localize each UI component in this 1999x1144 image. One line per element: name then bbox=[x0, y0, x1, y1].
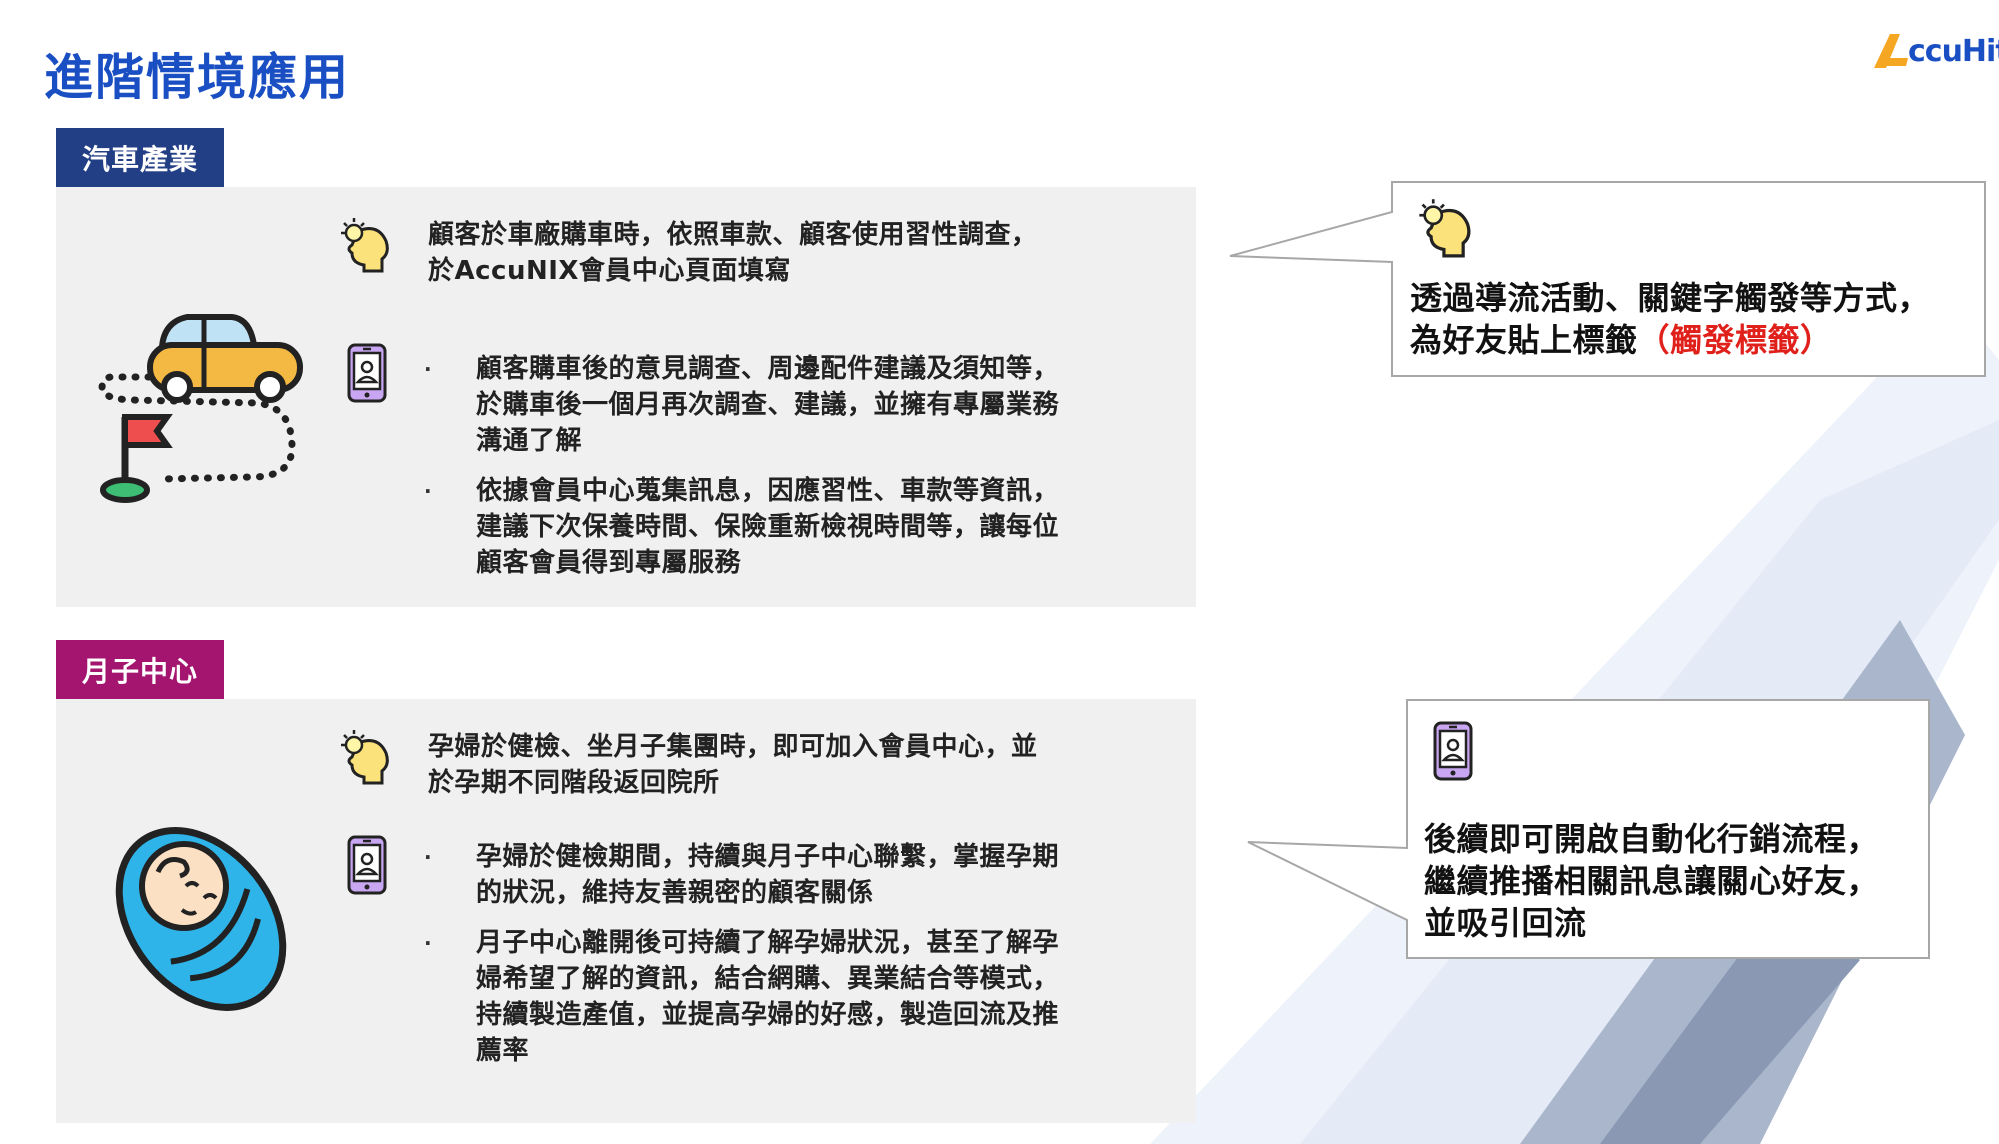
auto-bullet-1: 顧客購車後的意見調查、周邊配件建議及須知等， 於購車後一個月再次調查、建議，並擁… bbox=[476, 351, 1059, 459]
car-body bbox=[147, 314, 303, 403]
auto-bullet-2: 依據會員中心蒐集訊息，因應習性、車款等資訊， 建議下次保養時間、保險重新檢視時間… bbox=[476, 473, 1059, 581]
car-route-icon bbox=[98, 314, 303, 503]
top-callout-text: 透過導流活動、關鍵字觸發等方式， 為好友貼上標籤（觸發標籤） bbox=[1410, 277, 1930, 361]
bullet-line: 婦希望了解的資訊，結合網購、異業結合等模式， bbox=[476, 964, 1060, 994]
auto-panel: 顧客於車廠購車時，依照車款、顧客使用習性調查， 於AccuNIX會員中心頁面填寫… bbox=[56, 187, 1196, 607]
page-title: 進階情境應用 bbox=[44, 49, 351, 106]
logo-text: ccuHit bbox=[1908, 34, 1999, 69]
bullet-line: 顧客會員得到專屬服務 bbox=[476, 548, 742, 578]
bottom-callout-line-2: 繼續推播相關訊息讓關心好友， bbox=[1424, 862, 1880, 900]
smartphone-profile-icon bbox=[347, 343, 387, 403]
auto-intro-line-1: 顧客於車廠購車時，依照車款、顧客使用習性調查， bbox=[428, 220, 1038, 250]
bottom-callout-text: 後續即可開啟自動化行銷流程， 繼續推播相關訊息讓關心好友， 並吸引回流 bbox=[1424, 818, 1879, 944]
auto-intro: 顧客於車廠購車時，依照車款、顧客使用習性調查， 於AccuNIX會員中心頁面填寫 bbox=[428, 217, 1038, 289]
maternity-panel: 孕婦於健檢、坐月子集團時，即可加入會員中心，並 於孕期不同階段返回院所 · 孕婦… bbox=[56, 699, 1196, 1123]
bullet-line: 孕婦於健檢期間，持續與月子中心聯繫，掌握孕期 bbox=[476, 842, 1060, 872]
bullet-marker: · bbox=[424, 845, 432, 869]
bullet-line: 月子中心離開後可持續了解孕婦狀況，甚至了解孕 bbox=[476, 928, 1060, 958]
smartphone-profile-icon bbox=[347, 835, 387, 895]
bullet-line: 溝通了解 bbox=[476, 426, 583, 456]
maternity-bullet-2: 月子中心離開後可持續了解孕婦狀況，甚至了解孕 婦希望了解的資訊，結合網購、異業結… bbox=[476, 925, 1059, 1069]
bullet-line: 的狀況，維持友善親密的顧客關係 bbox=[476, 878, 874, 908]
section-tag-auto: 汽車產業 bbox=[56, 128, 224, 187]
maternity-bullet-1: 孕婦於健檢期間，持續與月子中心聯繫，掌握孕期 的狀況，維持友善親密的顧客關係 bbox=[476, 839, 1059, 911]
top-callout-line-2: 為好友貼上標籤（觸發標籤） bbox=[1410, 319, 1930, 361]
bullet-line: 薦率 bbox=[476, 1036, 530, 1066]
bullet-marker: · bbox=[424, 479, 432, 503]
bullet-marker: · bbox=[424, 357, 432, 381]
bottom-callout-line-1: 後續即可開啟自動化行銷流程， bbox=[1424, 820, 1880, 858]
section-tag-maternity: 月子中心 bbox=[56, 640, 224, 699]
lightbulb-head-icon bbox=[1419, 199, 1471, 258]
bullet-line: 顧客購車後的意見調查、周邊配件建議及須知等， bbox=[476, 354, 1060, 384]
bullet-line: 持續製造產值，並提高孕婦的好感，製造回流及推 bbox=[476, 1000, 1060, 1030]
swaddled-baby-icon bbox=[115, 827, 287, 1011]
lightbulb-head-icon bbox=[341, 218, 389, 273]
maternity-intro-line-1: 孕婦於健檢、坐月子集團時，即可加入會員中心，並 bbox=[428, 732, 1038, 762]
bullet-marker: · bbox=[424, 931, 432, 955]
auto-intro-line-2: 於AccuNIX會員中心頁面填寫 bbox=[428, 256, 791, 286]
top-callout-line-2-text: 為好友貼上標籤 bbox=[1410, 321, 1638, 359]
bullet-line: 於購車後一個月再次調查、建議，並擁有專屬業務 bbox=[476, 390, 1060, 420]
maternity-intro: 孕婦於健檢、坐月子集團時，即可加入會員中心，並 於孕期不同階段返回院所 bbox=[428, 729, 1038, 801]
flag bbox=[100, 414, 173, 503]
top-callout-line-1: 透過導流活動、關鍵字觸發等方式， bbox=[1410, 279, 1931, 317]
bullet-line: 依據會員中心蒐集訊息，因應習性、車款等資訊， bbox=[476, 476, 1060, 506]
bottom-callout-line-3: 並吸引回流 bbox=[1424, 904, 1587, 942]
maternity-intro-line-2: 於孕期不同階段返回院所 bbox=[428, 768, 720, 798]
trigger-tag-highlight: （觸發標籤） bbox=[1637, 321, 1833, 359]
smartphone-profile-icon bbox=[1433, 721, 1473, 781]
accuhit-logo bbox=[1874, 34, 1908, 68]
lightbulb-head-icon bbox=[341, 730, 389, 785]
bullet-line: 建議下次保養時間、保險重新檢視時間等，讓每位 bbox=[476, 512, 1060, 542]
